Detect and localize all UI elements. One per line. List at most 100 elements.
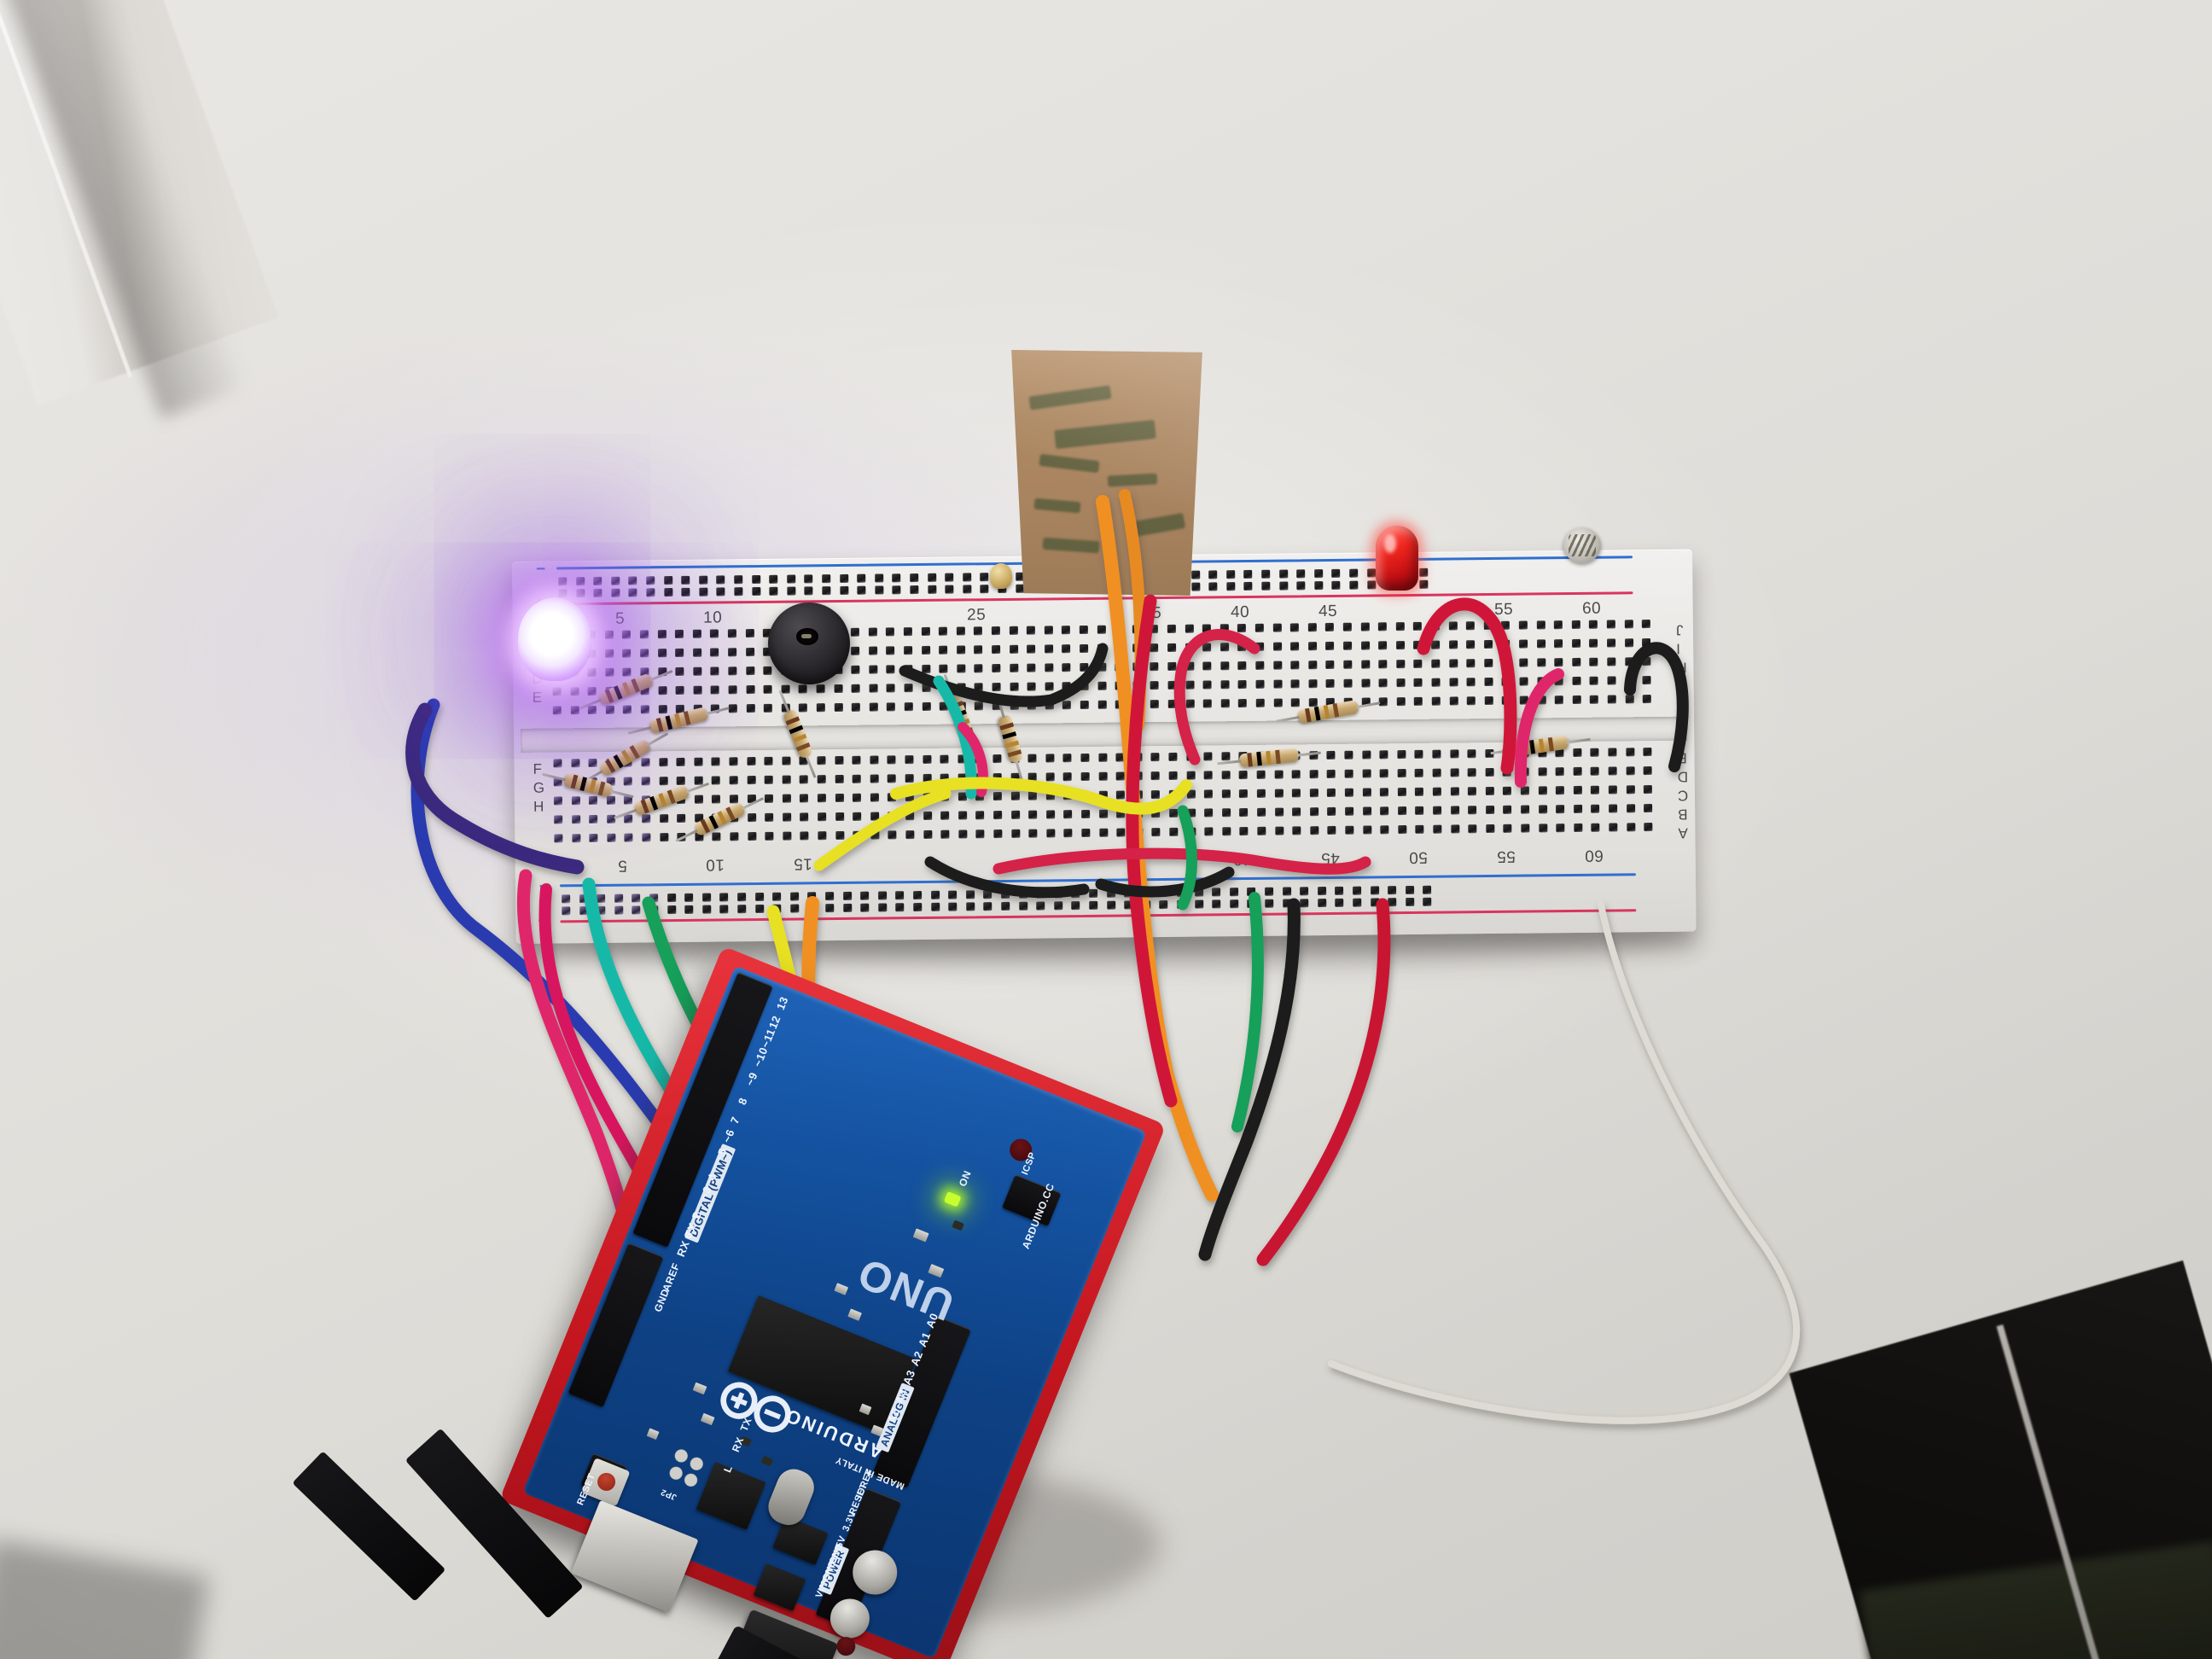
breadboard-hole bbox=[857, 585, 866, 595]
breadboard-column-number: 25 bbox=[966, 606, 987, 625]
breadboard-hole bbox=[1520, 786, 1529, 795]
breadboard-hole bbox=[835, 755, 844, 765]
breadboard-hole bbox=[1484, 658, 1493, 668]
resistor-band bbox=[667, 789, 676, 805]
breadboard-hole bbox=[632, 905, 641, 915]
breadboard-hole bbox=[923, 792, 932, 801]
breadboard-hole bbox=[1054, 901, 1063, 911]
resistor-band bbox=[1275, 749, 1281, 765]
breadboard-hole bbox=[1643, 748, 1652, 757]
breadboard-hole bbox=[991, 626, 1000, 636]
breadboard-hole bbox=[1116, 809, 1126, 818]
breadboard-hole bbox=[853, 793, 862, 802]
buzzer-sound-hole bbox=[796, 628, 818, 645]
crystal-oscillator bbox=[763, 1464, 819, 1531]
breadboard-hole bbox=[632, 894, 641, 903]
breadboard-hole bbox=[1190, 582, 1200, 591]
breadboard-hole bbox=[870, 812, 879, 821]
breadboard-hole bbox=[1325, 660, 1335, 670]
breadboard-hole bbox=[888, 774, 897, 783]
breadboard-hole bbox=[1466, 678, 1476, 687]
breadboard-hole bbox=[1521, 805, 1530, 814]
breadboard-hole bbox=[1115, 753, 1125, 762]
breadboard-hole bbox=[1483, 620, 1493, 631]
breadboard-hole bbox=[1203, 752, 1213, 761]
resistor-band bbox=[613, 754, 624, 769]
breadboard-hole bbox=[790, 904, 800, 913]
breadboard-hole bbox=[1080, 753, 1090, 763]
breadboard-hole bbox=[1503, 805, 1512, 814]
breadboard-hole bbox=[558, 589, 568, 598]
breadboard-hole bbox=[1053, 889, 1062, 899]
photoresistor bbox=[1563, 527, 1601, 563]
breadboard-hole bbox=[1097, 643, 1106, 653]
resistor-band bbox=[792, 733, 807, 743]
breadboard-hole bbox=[622, 630, 632, 639]
breadboard-hole bbox=[1009, 663, 1018, 672]
breadboard-column-number: 5 bbox=[614, 609, 626, 628]
breadboard-hole bbox=[1349, 580, 1359, 590]
breadboard-hole bbox=[1290, 679, 1300, 689]
breadboard-hole bbox=[1538, 767, 1547, 777]
breadboard-hole bbox=[716, 587, 725, 597]
breadboard-column-number: 55 bbox=[1493, 600, 1514, 619]
breadboard-hole bbox=[587, 686, 597, 696]
resistor-band bbox=[952, 709, 967, 719]
breadboard-hole bbox=[1237, 623, 1247, 633]
breadboard-hole bbox=[575, 589, 585, 598]
breadboard-hole bbox=[1317, 899, 1327, 908]
breadboard-hole bbox=[1274, 826, 1284, 835]
breadboard-hole bbox=[677, 813, 686, 823]
breadboard-hole bbox=[1608, 766, 1617, 776]
breadboard-hole bbox=[558, 577, 568, 586]
breadboard-hole bbox=[1624, 657, 1633, 667]
breadboard-hole bbox=[765, 794, 774, 803]
jp2-label: JP2 bbox=[659, 1487, 678, 1502]
breadboard-hole bbox=[905, 755, 914, 765]
breadboard-hole bbox=[1237, 642, 1247, 652]
resistor-band bbox=[1538, 738, 1545, 754]
breadboard-hole bbox=[974, 683, 984, 692]
breadboard-column-number: 45 bbox=[1318, 602, 1338, 621]
breadboard-hole bbox=[851, 684, 860, 693]
breadboard-hole bbox=[1167, 624, 1176, 633]
breadboard-hole bbox=[1537, 696, 1546, 705]
breadboard-row-letter: J bbox=[1675, 621, 1684, 638]
breadboard-hole bbox=[922, 701, 931, 711]
breadboard-hole bbox=[992, 792, 1002, 801]
breadboard-hole bbox=[1027, 701, 1037, 710]
breadboard-hole bbox=[1151, 771, 1161, 781]
breadboard-hole bbox=[1221, 808, 1231, 818]
breadboard-hole bbox=[1185, 680, 1195, 690]
breadboard-hole bbox=[754, 904, 764, 914]
breadboard-hole bbox=[1626, 766, 1635, 776]
breadboard-hole bbox=[921, 664, 930, 673]
breadboard-hole bbox=[747, 813, 756, 823]
breadboard-hole bbox=[1554, 677, 1563, 686]
breadboard-hole bbox=[1028, 791, 1038, 800]
breadboard-hole bbox=[1080, 790, 1090, 800]
breadboard-hole bbox=[1257, 807, 1266, 817]
breadboard-hole bbox=[1018, 889, 1027, 899]
breadboard-hole bbox=[1089, 888, 1098, 898]
breadboard-hole bbox=[1272, 623, 1282, 632]
breadboard-hole bbox=[1644, 804, 1653, 813]
resistor-band bbox=[955, 718, 970, 728]
breadboard-hole bbox=[1194, 888, 1203, 897]
ceramic-capacitor bbox=[990, 563, 1012, 589]
resistor-band bbox=[622, 682, 632, 696]
breadboard-row-letter: B bbox=[1678, 806, 1688, 823]
breadboard-hole bbox=[1536, 658, 1545, 667]
breadboard-hole bbox=[730, 832, 739, 841]
breadboard-hole bbox=[684, 905, 694, 914]
breadboard-hole bbox=[1538, 805, 1547, 814]
breadboard-hole bbox=[1449, 749, 1459, 759]
breadboard-hole bbox=[1238, 698, 1248, 708]
breadboard-hole bbox=[1159, 888, 1168, 898]
breadboard-hole bbox=[554, 834, 563, 843]
breadboard-hole bbox=[1159, 899, 1168, 910]
resistor-band bbox=[1004, 740, 1020, 748]
breadboard-hole bbox=[628, 576, 637, 585]
breadboard-hole bbox=[1272, 642, 1282, 651]
breadboard-hole bbox=[571, 834, 581, 843]
